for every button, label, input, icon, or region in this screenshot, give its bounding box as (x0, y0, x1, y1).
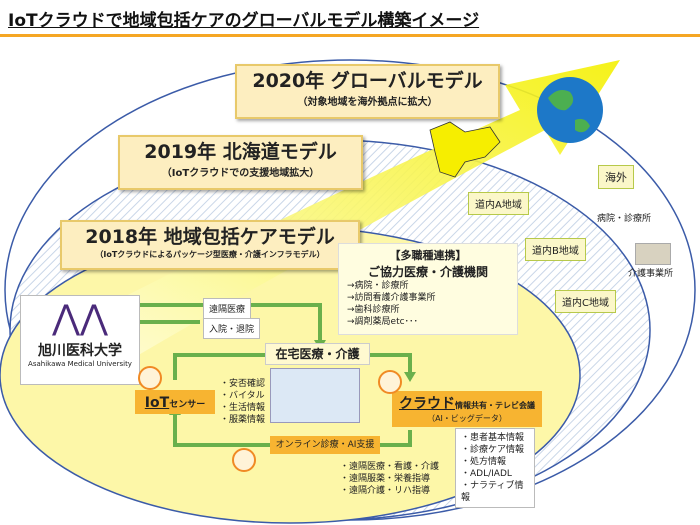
flow-arrows (140, 303, 412, 447)
house-illustration (270, 368, 360, 423)
title-divider (0, 34, 700, 37)
university-name: 旭川医科大学 (38, 343, 122, 359)
admission-label: 入院・退院 (203, 318, 261, 339)
banner-subtitle: （IoTクラウドでの支援地域拡大） (161, 168, 320, 179)
care-office-label: 介護事業所 (628, 269, 674, 279)
online-item: ・遠隔医療・看護・介護 (340, 462, 440, 472)
label-region-a: 道内A地域 (468, 192, 529, 215)
iot-sensor-box: IoTセンサー (135, 390, 215, 414)
iot-item: ・安否確認 (220, 379, 266, 389)
university-name-en: Asahikawa Medical University (28, 360, 132, 368)
cloud-main: クラウド (399, 396, 455, 412)
hokkaido-map (429, 121, 501, 178)
cloud-item: ・処方情報 (461, 457, 507, 467)
cloud-item: ・診療ケア情報 (461, 445, 525, 455)
cloud-logo-icon (232, 448, 256, 472)
cloud-box: クラウド情報共有・テレビ会議 （AI・ビッグデータ） (392, 391, 542, 427)
banner-title: 2018年 地域包括ケアモデル (85, 226, 335, 248)
partners-header: 【多職種連携】 (389, 249, 467, 262)
university-emblem: ⋀⋀ (52, 298, 108, 338)
iot-item: ・服薬情報 (220, 415, 266, 425)
online-items: ・遠隔医療・看護・介護・遠隔服薬・栄養指導 ・遠隔介護・リハ指導 (340, 461, 439, 497)
care-office-icon (635, 243, 671, 265)
partner-item: →訪問看護介護事業所 (347, 293, 436, 303)
online-care-box: オンライン診療・AI支援 (270, 436, 380, 454)
iot-item: ・バイタル (220, 391, 265, 401)
iot-sub: センサー (169, 400, 206, 410)
overseas-facility-label: 病院・診療所 (597, 214, 652, 224)
partner-item: →歯科診療所 (347, 305, 400, 315)
banner-subtitle: （IoTクラウドによるパッケージ型医療・介護インフラモデル） (95, 250, 325, 259)
cloud-logo-icon (138, 366, 162, 390)
cloud-sub: 情報共有・テレビ会議 (455, 401, 535, 410)
cloud-item: ・ADL/IADL (461, 469, 512, 479)
iot-main: IoT (144, 395, 170, 411)
cloud-items: ・患者基本情報・診療ケア情報 ・処方情報・ADL/IADL ・ナラティブ情報 (455, 428, 535, 508)
partners-box: 【多職種連携】 ご協力医療・介護機関 →病院・診療所 →訪問看護介護事業所 →歯… (338, 243, 518, 335)
iot-item: ・生活情報 (220, 403, 266, 413)
online-item: ・遠隔介護・リハ指導 (340, 486, 431, 496)
partners-title: ご協力医療・介護機関 (367, 265, 488, 279)
cloud-note: （AI・ビッグデータ） (427, 414, 507, 423)
partner-item: →病院・診療所 (347, 281, 409, 291)
banner-title: 2019年 北海道モデル (144, 141, 337, 163)
globe-icon (537, 77, 603, 143)
label-overseas: 海外 (598, 165, 634, 189)
banner-title: 2020年 グローバルモデル (252, 70, 483, 92)
online-item: ・遠隔服薬・栄養指導 (340, 474, 431, 484)
university-logo: ⋀⋀ 旭川医科大学 Asahikawa Medical University (20, 295, 140, 385)
cloud-logo-icon (378, 370, 402, 394)
cloud-item: ・ナラティブ情報 (461, 481, 524, 503)
partner-item: →調剤薬局etc･･･ (347, 317, 419, 327)
banner-2019: 2019年 北海道モデル （IoTクラウドでの支援地域拡大） (118, 135, 363, 190)
label-region-b: 道内B地域 (525, 238, 586, 261)
label-region-c: 道内C地域 (555, 290, 616, 313)
page-title: IoTクラウドで地域包括ケアのグローバルモデル構築イメージ (8, 11, 480, 31)
banner-subtitle: （対象地域を海外拠点に拡大） (297, 97, 438, 108)
remote-medicine-label: 遠隔医療 (203, 298, 252, 319)
banner-2018: 2018年 地域包括ケアモデル （IoTクラウドによるパッケージ型医療・介護イン… (60, 220, 360, 270)
iot-items: ・安否確認・バイタル ・生活情報・服薬情報 (220, 378, 265, 426)
home-care-box: 在宅医療・介護 (265, 343, 370, 365)
banner-2020: 2020年 グローバルモデル （対象地域を海外拠点に拡大） (235, 64, 500, 119)
cloud-item: ・患者基本情報 (461, 433, 525, 443)
